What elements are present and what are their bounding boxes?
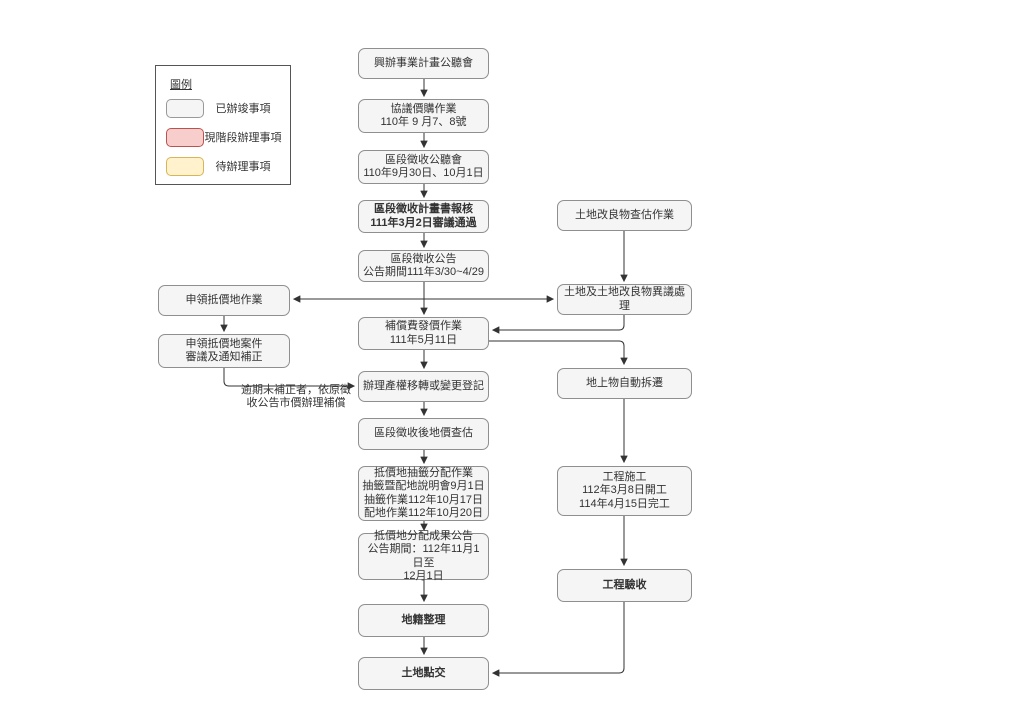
legend-item-pending: 待辦理事項 [156,156,290,176]
legend-label: 已辦竣事項 [215,103,271,115]
node-zone-expropriation-hearing: 區段徵收公聽會 110年9月30日、10月1日 [358,150,489,184]
legend-label: 現階段辦理事項 [204,132,282,144]
completed-swatch [166,98,204,118]
legend: 圖例 已辦竣事項 現階段辦理事項 待辦理事項 [155,65,291,185]
node-objection-handling: 土地及土地改良物異議處理 [557,284,692,315]
edge-objection-to-compensation [491,315,625,334]
node-compensation-payment: 補償費發價作業 111年5月11日 [358,317,489,350]
node-post-expropriation-valuation: 區段徵收後地價查估 [358,418,489,450]
node-project-plan-hearing: 興辦事業計畫公聽會 [358,48,489,79]
node-land-handover: 土地點交 [358,657,489,690]
node-ownership-transfer-registration: 辦理產權移轉或變更登記 [358,371,489,402]
node-construction-acceptance: 工程驗收 [557,569,692,602]
legend-title: 圖例 [170,79,192,91]
node-apply-compensation-land: 申領抵價地作業 [158,285,290,316]
node-negotiated-purchase: 協議價購作業 110年 9 月7、8號 [358,99,489,133]
node-improvements-survey: 土地改良物查估作業 [557,200,692,231]
node-application-review-correction: 申領抵價地案件 審議及通知補正 [158,334,290,368]
node-land-lottery-allocation: 抵價地抽籤分配作業 抽籤暨配地說明會9月1日 抽籤作業112年10月17日 配地… [358,466,489,521]
node-construction: 工程施工 112年3月8日開工 114年4月15日完工 [557,466,692,516]
node-expropriation-announcement: 區段徵收公告 公告期間111年3/30~4/29 [358,250,489,282]
node-surface-objects-demolition: 地上物自動拆遷 [557,368,692,399]
legend-label: 待辦理事項 [215,161,271,173]
node-cadastral-processing: 地籍整理 [358,604,489,637]
overdue-correction-note: 逾期未補正者，依原徵 收公告市價辦理補償 [241,384,351,409]
pending-swatch [166,156,204,176]
current-swatch [166,127,204,147]
node-plan-submission-approval: 區段徵收計畫書報核 111年3月2日審議通過 [358,200,489,233]
node-allocation-result-announcement: 抵價地分配成果公告 公告期間：112年11月1日至 12月1日 [358,530,489,582]
legend-item-current: 現階段辦理事項 [156,127,290,147]
legend-item-completed: 已辦竣事項 [156,98,290,118]
edge-acceptance-to-handover [491,602,625,677]
edge-compensation-to-demolition [489,340,628,366]
